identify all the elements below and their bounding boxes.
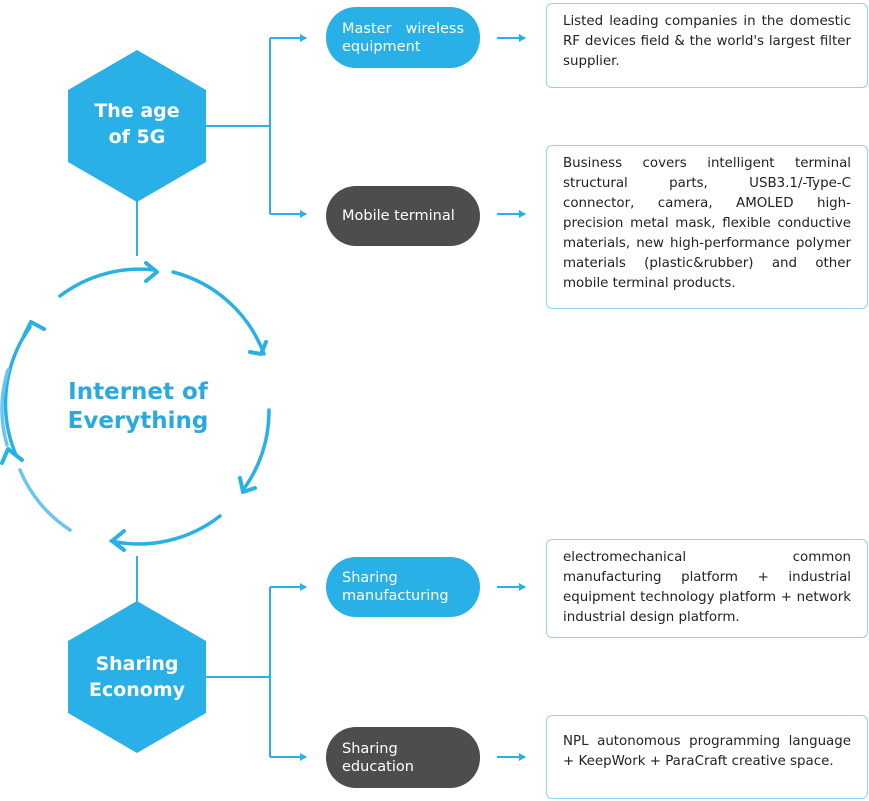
hexagon-bottom-label-line2: Economy: [88, 679, 186, 701]
hexagon-top-label-line1: The age: [94, 100, 180, 122]
description-box-1: Listed leading companies in the domestic…: [546, 3, 868, 88]
cycle-arc-6: [18, 468, 72, 532]
description-text-3: electromechanical common manufacturing p…: [563, 550, 851, 625]
cycle-arc-7: [0, 368, 10, 447]
cycle-arrow-right-lower-icon: [238, 476, 257, 494]
cycle-arc-5: [58, 267, 157, 298]
cycle-arc-2: [241, 408, 271, 492]
description-arrows: [497, 34, 526, 761]
pill-sharing-education: Sharing education: [326, 727, 480, 788]
description-box-4: NPL autonomous programming language + Ke…: [546, 715, 868, 799]
hexagon-bottom-label: Sharing Economy: [70, 651, 204, 703]
cycle-arrow-bottom-icon: [110, 529, 126, 552]
bracket-top: [206, 34, 307, 218]
bracket-bottom: [206, 583, 307, 761]
hexagon-bottom: [68, 601, 206, 753]
cycle-arc-4: [3, 325, 32, 457]
pill-label: Sharing education: [342, 740, 414, 775]
cycle-arrow-left-lower-icon: [0, 447, 24, 465]
pill-master-wireless-equipment: Master wireless equipment: [326, 7, 480, 68]
pill-label: Master wireless equipment: [342, 20, 464, 55]
cycle-arrowheads: [0, 261, 268, 552]
cycle-arrow-right-upper-icon: [248, 340, 268, 356]
cycle-arrow-left-upper-icon: [22, 320, 46, 338]
pill-sharing-manufacturing: Sharing manufacturing: [326, 557, 480, 617]
description-box-2: Business covers intelligent terminal str…: [546, 145, 868, 309]
description-box-3: electromechanical common manufacturing p…: [546, 539, 868, 638]
cycle-arc-1: [171, 270, 266, 356]
hexagon-top-label-line2: of 5G: [108, 126, 166, 148]
cycle-arrow-top-icon: [144, 261, 159, 283]
description-text-1: Listed leading companies in the domestic…: [563, 14, 851, 69]
hexagon-bottom-label-line1: Sharing: [95, 653, 179, 675]
hexagon-top-label: The age of 5G: [78, 98, 196, 150]
hexagon-top: [68, 50, 206, 202]
center-title-line2: Everything: [67, 408, 209, 434]
pill-mobile-terminal: Mobile terminal: [326, 186, 480, 246]
cycle-circle: [0, 267, 271, 546]
pill-label: Mobile terminal: [342, 208, 455, 224]
description-text-4: NPL autonomous programming language + Ke…: [563, 734, 851, 769]
cycle-arc-3: [109, 514, 222, 546]
center-title: Internet of Everything: [40, 378, 236, 436]
pill-label: Sharing manufacturing: [342, 570, 449, 604]
center-title-line1: Internet of: [68, 379, 208, 405]
description-text-2: Business covers intelligent terminal str…: [563, 156, 851, 291]
